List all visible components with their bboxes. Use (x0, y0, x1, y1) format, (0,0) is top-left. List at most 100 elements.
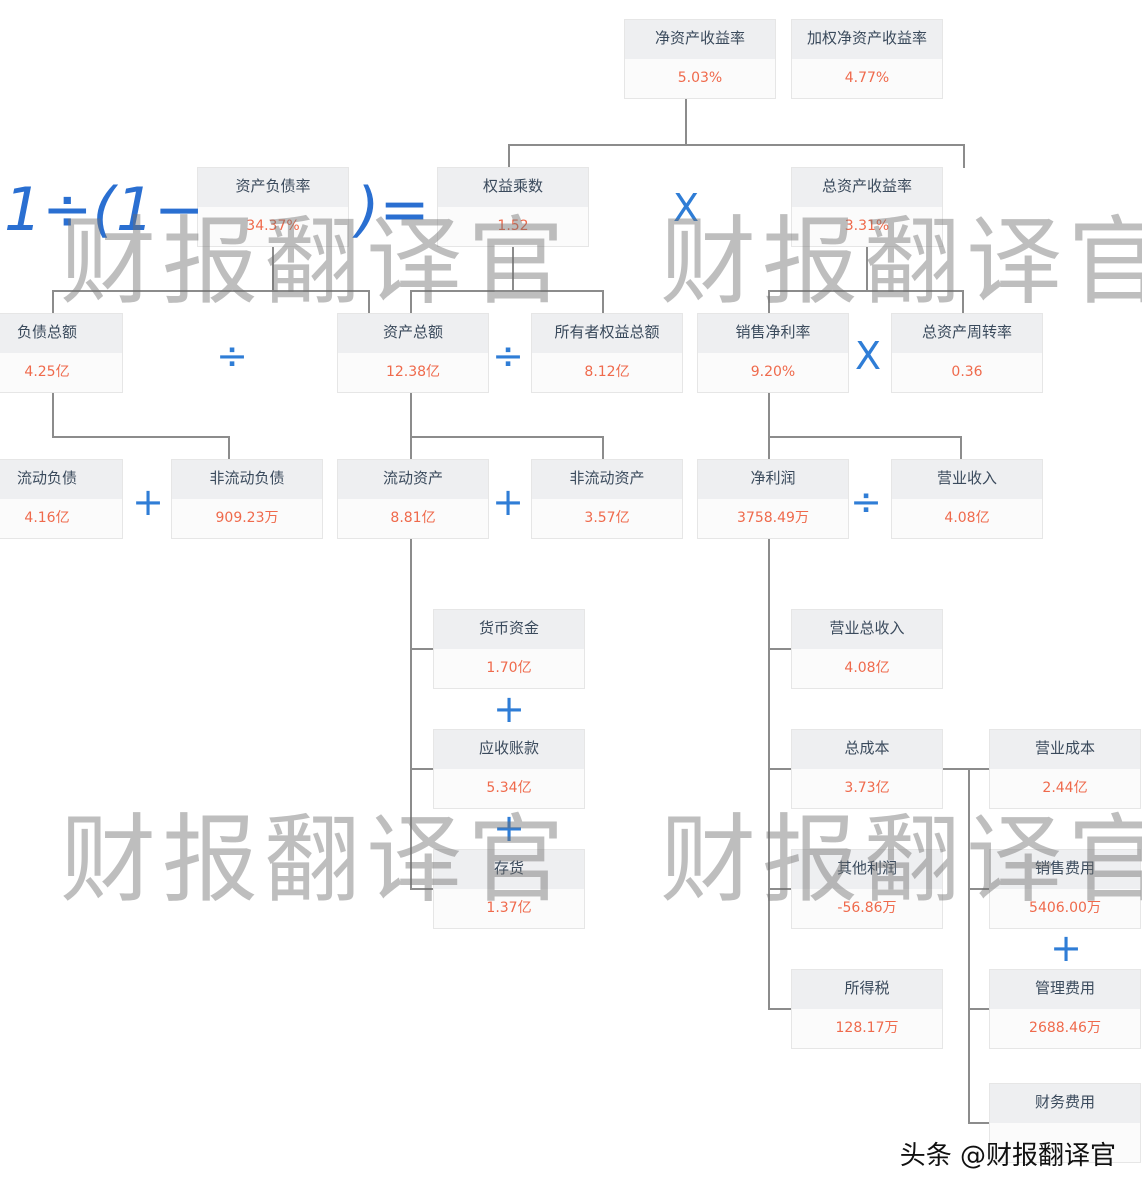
connector (768, 290, 964, 292)
connector (602, 436, 604, 460)
connector (410, 392, 412, 460)
node-label: 负债总额 (0, 314, 122, 353)
node-weighted-roe: 加权净资产收益率 4.77% (792, 20, 942, 98)
plus-icon: + (493, 806, 525, 850)
connector (508, 144, 510, 168)
connector (866, 246, 868, 290)
node-noncurrent-liabilities: 非流动负债 909.23万 (172, 460, 322, 538)
node-value: 0.36 (892, 353, 1042, 392)
connector (968, 1008, 992, 1010)
node-value: 3.31% (792, 207, 942, 246)
connector (52, 290, 54, 314)
connector (962, 290, 964, 314)
node-value: 2.44亿 (990, 769, 1140, 808)
connector (508, 144, 965, 146)
node-value: 3.73亿 (792, 769, 942, 808)
node-label: 应收账款 (434, 730, 584, 769)
node-noncurrent-assets: 非流动资产 3.57亿 (532, 460, 682, 538)
node-label: 总资产周转率 (892, 314, 1042, 353)
node-value: 4.25亿 (0, 353, 122, 392)
node-label: 非流动负债 (172, 460, 322, 499)
connector (968, 888, 992, 890)
node-debt-ratio: 资产负债率 34.37% (198, 168, 348, 246)
node-asset-turnover: 总资产周转率 0.36 (892, 314, 1042, 392)
connector (768, 888, 792, 890)
node-value: 909.23万 (172, 499, 322, 538)
connector (968, 1122, 992, 1124)
node-value: 1.52 (438, 207, 588, 246)
node-label: 销售费用 (990, 850, 1140, 889)
node-label: 流动资产 (338, 460, 488, 499)
node-value: 4.77% (792, 59, 942, 98)
node-owners-equity: 所有者权益总额 8.12亿 (532, 314, 682, 392)
connector (410, 538, 412, 890)
node-value: 3.57亿 (532, 499, 682, 538)
node-label: 财务费用 (990, 1084, 1140, 1123)
connector (410, 648, 434, 650)
node-value: 3758.49万 (698, 499, 848, 538)
node-label: 资产总额 (338, 314, 488, 353)
connector (410, 290, 412, 314)
node-cash: 货币资金 1.70亿 (434, 610, 584, 688)
node-roe: 净资产收益率 5.03% (625, 20, 775, 98)
node-total-liabilities: 负债总额 4.25亿 (0, 314, 122, 392)
node-label: 其他利润 (792, 850, 942, 889)
connector (685, 98, 687, 144)
node-value: 4.16亿 (0, 499, 122, 538)
node-inventory: 存货 1.37亿 (434, 850, 584, 928)
node-operating-cost: 营业成本 2.44亿 (990, 730, 1140, 808)
connector (52, 392, 54, 438)
divide-icon: ÷ (492, 334, 524, 378)
node-value: 5406.00万 (990, 889, 1140, 928)
connector (410, 290, 604, 292)
node-total-cost: 总成本 3.73亿 (792, 730, 942, 808)
multiply-icon: X (672, 186, 700, 230)
node-revenue: 营业收入 4.08亿 (892, 460, 1042, 538)
connector (768, 538, 770, 1010)
connector (410, 888, 434, 890)
divide-icon: ÷ (850, 480, 882, 524)
node-label: 总成本 (792, 730, 942, 769)
node-net-profit: 净利润 3758.49万 (698, 460, 848, 538)
node-value: 2688.46万 (990, 1009, 1140, 1048)
node-label: 净利润 (698, 460, 848, 499)
node-income-tax: 所得税 128.17万 (792, 970, 942, 1048)
connector (272, 246, 274, 290)
node-label: 总资产收益率 (792, 168, 942, 207)
node-label: 存货 (434, 850, 584, 889)
node-value: 5.03% (625, 59, 775, 98)
node-total-assets: 资产总额 12.38亿 (338, 314, 488, 392)
connector (512, 246, 514, 290)
connector (968, 768, 970, 1124)
connector (960, 436, 962, 460)
node-value: 9.20% (698, 353, 848, 392)
node-label: 所得税 (792, 970, 942, 1009)
node-selling-expense: 销售费用 5406.00万 (990, 850, 1140, 928)
node-label: 净资产收益率 (625, 20, 775, 59)
connector (410, 436, 604, 438)
node-value: 1.37亿 (434, 889, 584, 928)
multiply-icon: X (854, 334, 882, 378)
connector (942, 768, 992, 770)
footer-credit: 头条 @财报翻译官 (899, 1141, 1116, 1171)
node-finance-expense: 财务费用 (990, 1084, 1140, 1162)
plus-icon: + (1050, 926, 1082, 970)
node-value: 1.70亿 (434, 649, 584, 688)
node-total-revenue: 营业总收入 4.08亿 (792, 610, 942, 688)
node-equity-multiplier: 权益乘数 1.52 (438, 168, 588, 246)
node-value: 8.81亿 (338, 499, 488, 538)
node-current-liabilities: 流动负债 4.16亿 (0, 460, 122, 538)
node-receivables: 应收账款 5.34亿 (434, 730, 584, 808)
node-value: 34.37% (198, 207, 348, 246)
plus-icon: + (492, 480, 524, 524)
node-label: 流动负债 (0, 460, 122, 499)
node-other-profit: 其他利润 -56.86万 (792, 850, 942, 928)
connector (768, 436, 962, 438)
connector (768, 290, 770, 314)
node-label: 权益乘数 (438, 168, 588, 207)
formula-suffix: )= (356, 175, 430, 245)
node-value: 5.34亿 (434, 769, 584, 808)
connector (768, 648, 792, 650)
node-label: 营业总收入 (792, 610, 942, 649)
